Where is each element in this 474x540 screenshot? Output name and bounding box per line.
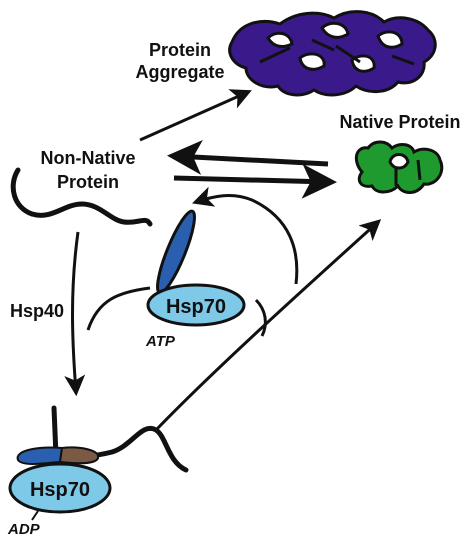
hsp70-atp-body bbox=[146, 283, 246, 327]
native-protein-label: Native Protein bbox=[339, 112, 460, 132]
adp-label: ADP bbox=[7, 521, 41, 538]
protein-aggregate-label-line2: Aggregate bbox=[135, 62, 224, 82]
hsp70-adp-complex: Hsp70 ADP bbox=[7, 405, 189, 538]
arrow-to-aggregate bbox=[139, 89, 252, 142]
hsp40-label: Hsp40 bbox=[10, 301, 64, 321]
hsp70-adp-label: Hsp70 bbox=[30, 479, 90, 501]
hsp70-adp-lid-brown bbox=[58, 446, 100, 465]
non-native-label-line2: Protein bbox=[57, 172, 119, 192]
arrow-release-to-nonnative bbox=[192, 186, 299, 285]
non-native-label-line1: Non-Native bbox=[40, 148, 135, 168]
arrow-nonnative-to-native bbox=[173, 163, 337, 199]
hsp70-adp-lid-blue bbox=[16, 446, 64, 465]
hsp70-atp-complex: Hsp70 ATP bbox=[145, 209, 246, 350]
hsp70-adp-body bbox=[8, 462, 112, 514]
native-protein-shape bbox=[354, 140, 444, 194]
hsp70-atp-label: Hsp70 bbox=[166, 296, 226, 318]
atp-label: ATP bbox=[145, 333, 176, 350]
hsp70-atp-connector bbox=[254, 298, 267, 337]
hsp70-atp-lid bbox=[156, 209, 196, 295]
hsp40-connector bbox=[86, 286, 151, 331]
protein-aggregate-shape bbox=[228, 10, 437, 97]
arrow-native-to-nonnative bbox=[167, 139, 329, 175]
protein-aggregate-label-line1: Protein bbox=[149, 40, 211, 60]
arrow-adp-to-native bbox=[154, 219, 382, 432]
non-native-protein-chain bbox=[10, 167, 153, 227]
arrow-hsp40-down bbox=[64, 231, 86, 397]
adp-connector bbox=[31, 510, 39, 521]
